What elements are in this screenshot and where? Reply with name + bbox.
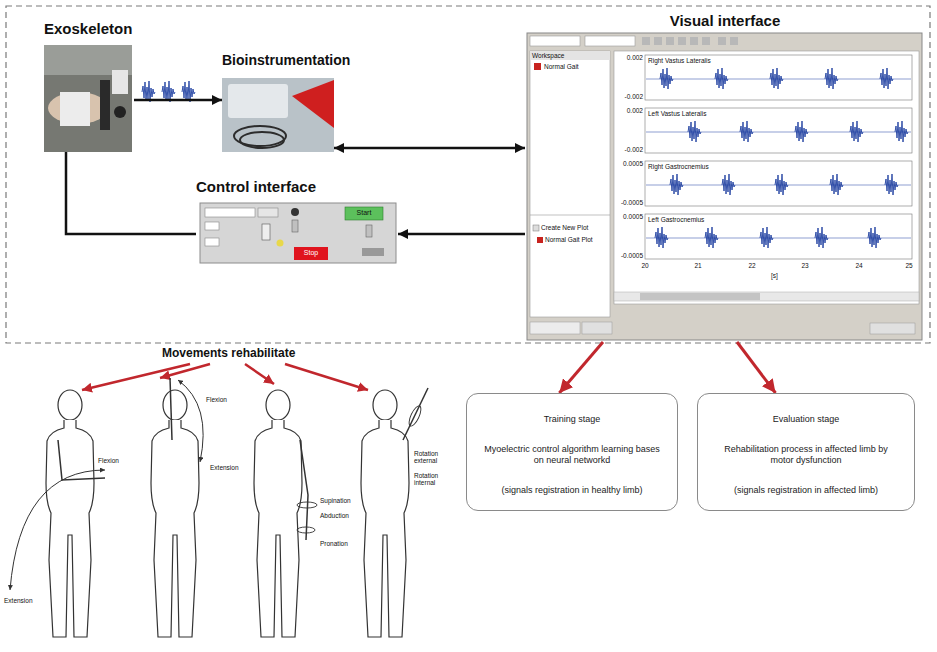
picture-panel: Exoskeleton (44, 20, 134, 152)
annotation-label: Create New Plot (541, 224, 588, 231)
annotation-label: Workspace (532, 52, 564, 59)
section-label: Movements rehabilitate (160, 347, 297, 360)
annotation-label: -0.0005 (615, 252, 643, 259)
panel-heading: Visual interface (525, 12, 925, 30)
connector-arrow (398, 233, 525, 236)
panel-heading: Exoskeleton (44, 20, 134, 38)
annotation-label: Rotation internal (414, 472, 458, 486)
picture-panel: Bioinstrumentation (222, 52, 334, 152)
annotation-label: Rotation external (414, 450, 458, 464)
annotation-label: Right Vastus Lateralis (648, 57, 711, 64)
human-figures (10, 378, 428, 637)
dashed-frame (6, 6, 930, 343)
control-panel-screenshot (200, 203, 396, 263)
annotation-label: 0.0005 (615, 213, 643, 220)
annotation-label: -0.0005 (615, 199, 643, 206)
annotation-label: Abduction (320, 512, 349, 519)
connector-arrow (66, 152, 196, 234)
picture-panel: Visual interface (525, 12, 925, 342)
movement-arrows (82, 364, 368, 390)
annotation-label: -0.002 (615, 146, 643, 153)
annotation-label: 23 (795, 262, 815, 269)
annotation-label: [s] (771, 272, 778, 279)
annotation-label: 24 (849, 262, 869, 269)
annotation-label: Flexion (98, 457, 119, 464)
connector-arrow (737, 342, 776, 393)
annotation-label: -0.002 (615, 93, 643, 100)
annotation-label: 21 (688, 262, 708, 269)
annotation-label: 0.002 (615, 107, 643, 114)
annotation-label: Normal Gait Plot (545, 236, 593, 243)
annotation-label: Right Gastrocnemius (648, 163, 709, 170)
annotation-label: 20 (635, 262, 655, 269)
connector-arrow (559, 342, 603, 393)
connector-arrow (334, 147, 525, 150)
annotation-label: Extension (4, 597, 33, 604)
stage-box: Training stageMyoelectric control algori… (466, 393, 678, 511)
annotation-label: Supination (320, 497, 351, 504)
stage-text: (signals registration in affected limb) (714, 485, 898, 497)
exoskeleton-photo (44, 45, 132, 152)
panel-heading: Bioinstrumentation (222, 52, 334, 69)
annotation-label: Left Vastus Lateralis (648, 110, 706, 117)
visual-interface-screenshot (527, 33, 922, 340)
connector-arrow (134, 99, 222, 102)
annotation-label: Normal Gait (544, 63, 579, 70)
stage-text: Myoelectric control algorithm learning b… (483, 444, 661, 467)
annotation-label: Flexion (206, 396, 227, 403)
picture-panel: Control interface (196, 178, 398, 266)
stage-text: Rehabilitation process in affected limb … (714, 444, 898, 467)
stage-text: (signals registration in healthy limb) (483, 485, 661, 497)
annotation-label: Start (345, 209, 383, 217)
stage-heading: Evaluation stage (714, 414, 898, 426)
annotation-label: Extension (210, 464, 239, 471)
annotation-label: Pronation (320, 540, 348, 547)
annotation-label: 22 (742, 262, 762, 269)
stage-heading: Training stage (483, 414, 661, 426)
stage-box: Evaluation stageRehabilitation process i… (697, 393, 915, 511)
annotation-label: 25 (900, 262, 918, 269)
panel-heading: Control interface (196, 178, 398, 196)
annotation-label: Left Gastrocnemius (648, 216, 704, 223)
annotation-label: 0.0005 (615, 160, 643, 167)
annotation-label: Stop (294, 249, 328, 257)
annotation-label: 0.002 (615, 54, 643, 61)
bioinstrumentation-photo (222, 78, 334, 152)
